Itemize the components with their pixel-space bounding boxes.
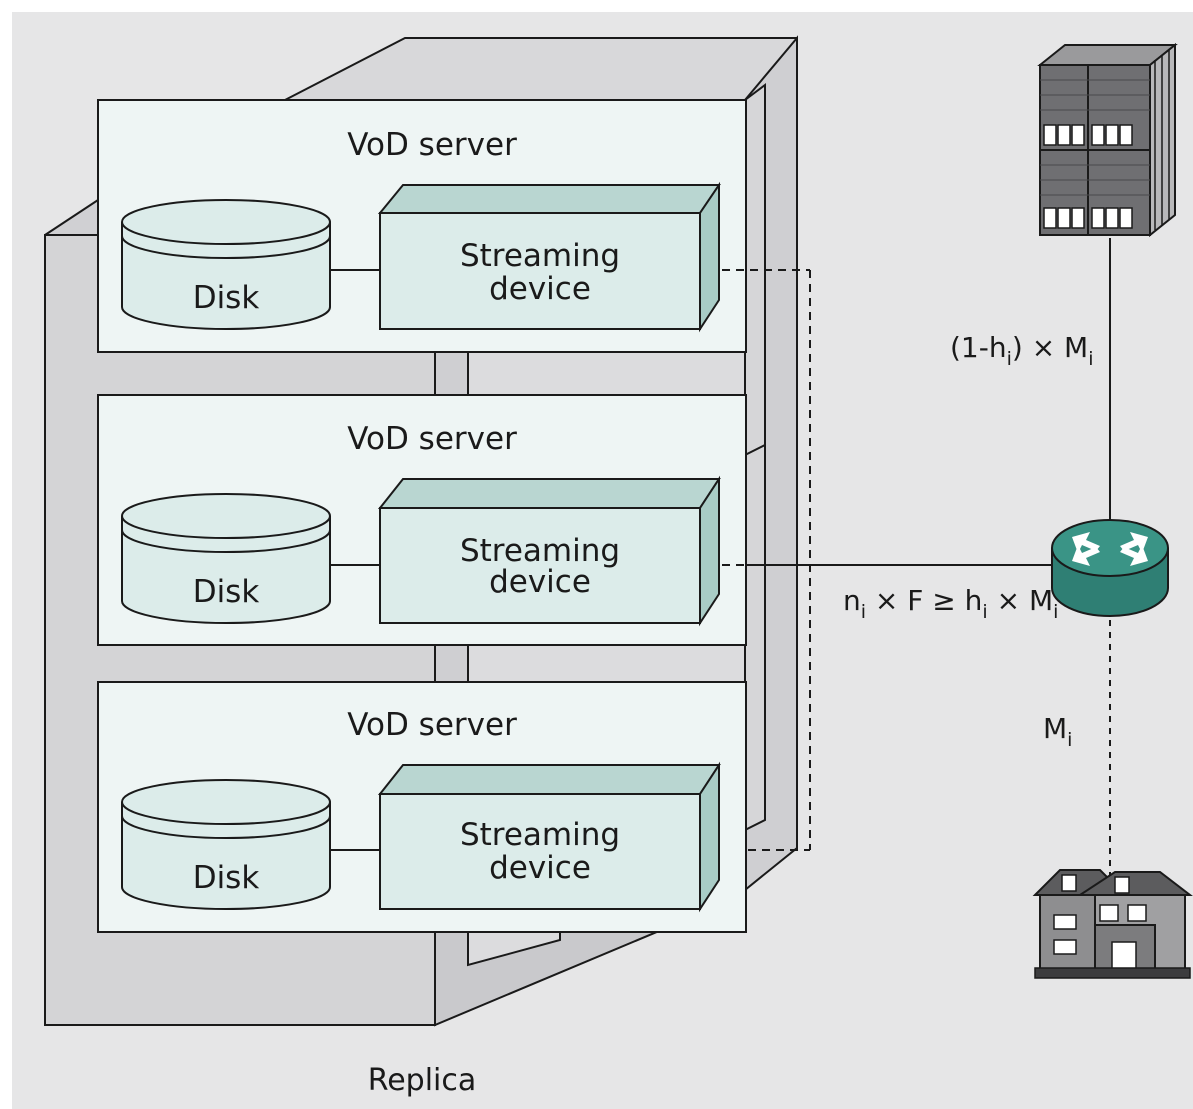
vod-server-3: VoD server Disk Streaming device bbox=[97, 681, 747, 933]
house-icon bbox=[1032, 869, 1193, 979]
device-label-line1: Streaming bbox=[460, 238, 620, 274]
disk-label: Disk bbox=[193, 860, 260, 896]
disk-icon bbox=[121, 493, 331, 624]
streaming-device bbox=[377, 761, 721, 913]
disk-icon bbox=[121, 779, 331, 910]
server-title: VoD server bbox=[347, 421, 517, 457]
upstream-label: (1-hi) × Mi bbox=[950, 331, 1094, 370]
demand-label: Mi bbox=[1043, 712, 1072, 751]
device-bus bbox=[722, 269, 811, 851]
vod-server-2: VoD server Disk Streaming device bbox=[97, 394, 747, 646]
disk-icon bbox=[121, 199, 331, 330]
local-service-label: ni × F ≥ hi × Mi bbox=[843, 584, 1058, 623]
vod-server-1: VoD server Disk Streaming device bbox=[97, 99, 747, 353]
replica-caption: Replica bbox=[368, 1063, 477, 1098]
device-label-line2: device bbox=[489, 564, 591, 600]
server-title: VoD server bbox=[347, 127, 517, 163]
device-label-line2: device bbox=[489, 271, 591, 307]
router-icon bbox=[1051, 519, 1169, 617]
device-label-line1: Streaming bbox=[460, 533, 620, 569]
streaming-device bbox=[377, 181, 721, 333]
server-title: VoD server bbox=[347, 707, 517, 743]
streaming-device bbox=[377, 475, 721, 627]
content-server-icon bbox=[1037, 42, 1178, 238]
disk-label: Disk bbox=[193, 574, 260, 610]
disk-label: Disk bbox=[193, 280, 260, 316]
device-label-line1: Streaming bbox=[460, 817, 620, 853]
device-label-line2: device bbox=[489, 850, 591, 886]
